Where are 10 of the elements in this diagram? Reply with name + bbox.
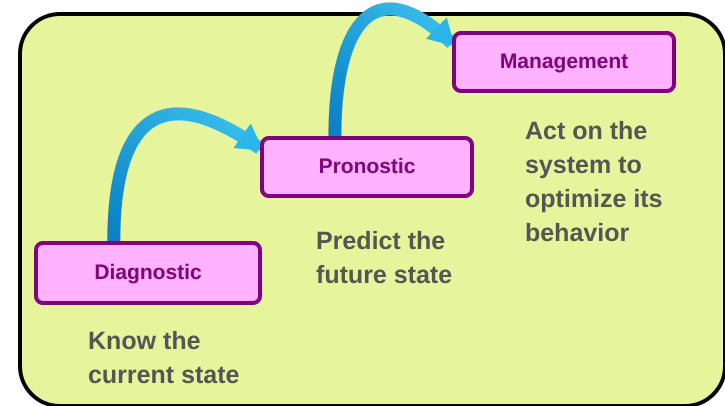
stage-label: Pronostic [318,155,416,179]
stage-label: Management [500,50,628,74]
stage-box [34,241,262,305]
stage-description: Predict the future state [316,226,454,291]
stage-description: Act on the system to optimize its behavior [525,116,664,249]
stage-box [452,31,676,93]
stage-description: Know the current state [88,326,240,391]
stage-box [260,136,474,198]
stage-label: Diagnostic [94,261,202,285]
curved-arrow [107,108,264,242]
